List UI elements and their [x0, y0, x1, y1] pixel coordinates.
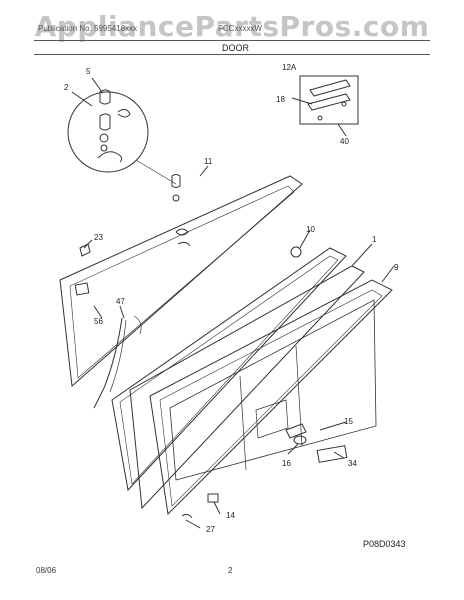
liner-bracket [74, 282, 90, 296]
callout-5: 5 [86, 67, 91, 76]
handle-trim [307, 93, 351, 111]
section-title: DOOR [222, 43, 249, 53]
model-number: FCCxxxxxW [218, 24, 262, 33]
callout-34: 34 [348, 459, 357, 468]
footer-page-number: 2 [228, 566, 233, 575]
part-27-screw [181, 513, 193, 519]
inner-door-liner [59, 175, 303, 388]
callout-16: 16 [282, 459, 291, 468]
part-34-cover [316, 445, 348, 463]
hinge-pin [99, 113, 111, 131]
wire-harness [93, 317, 123, 409]
latch-part-23 [79, 243, 91, 257]
callout-56: 56 [94, 317, 103, 326]
callout-18: 18 [276, 95, 285, 104]
callout-2: 2 [64, 83, 69, 92]
door-gasket [149, 279, 393, 516]
callout-10: 10 [306, 225, 315, 234]
callout-23: 23 [94, 233, 103, 242]
callout-40: 40 [340, 137, 349, 146]
footer-date: 08/06 [36, 566, 57, 575]
callout-12a: 12A [282, 63, 297, 72]
hinge-spring [117, 108, 131, 118]
hinge-clip [97, 151, 123, 163]
part-15-switch [285, 423, 307, 439]
publication-number: Publication No. 5995418xxx [38, 24, 138, 33]
watermark: AppliancePartsPros.com [34, 10, 430, 43]
hinge-assembly [171, 174, 181, 188]
door-panel-middle [129, 265, 365, 510]
header-rule-top [34, 40, 430, 41]
header-rule-bottom [34, 54, 430, 55]
part-14-latch [207, 493, 219, 503]
callout-14: 14 [226, 511, 235, 520]
callout-47: 47 [116, 297, 125, 306]
callout-27: 27 [206, 525, 215, 534]
part-10-plug [290, 246, 302, 258]
callout-11: 11 [204, 157, 213, 166]
handle-cap [309, 79, 351, 97]
callout-9: 9 [394, 263, 399, 272]
door-panel-outer [111, 247, 347, 492]
part-16-light [293, 435, 307, 445]
callout-1: 1 [372, 235, 377, 244]
callout-15: 15 [344, 417, 353, 426]
hinge-detail-circle [67, 91, 149, 173]
drawing-code: P08D0343 [363, 539, 406, 549]
hinge-cap [99, 89, 111, 105]
